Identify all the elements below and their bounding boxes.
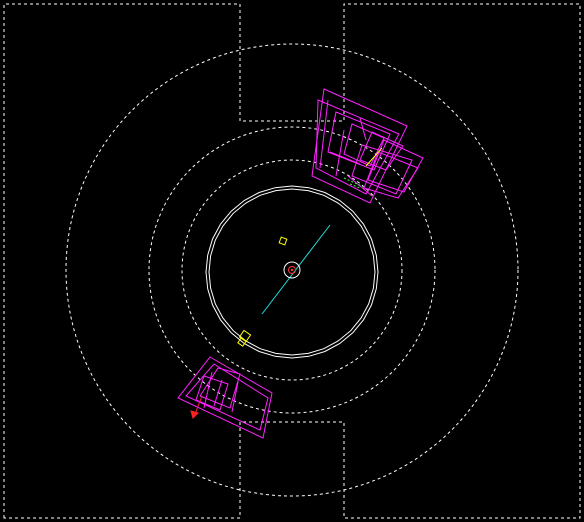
marker-lower[interactable] <box>237 329 252 347</box>
outer-boundary <box>3 3 581 519</box>
arrow-icon[interactable] <box>190 395 203 419</box>
ring-inner-polygon <box>208 188 376 356</box>
central-ring <box>205 185 379 359</box>
square-marker-icon[interactable] <box>278 236 288 246</box>
crosshair-circle-icon[interactable] <box>283 261 301 279</box>
cad-part-detail <box>343 177 367 189</box>
dashed-guide-circles <box>65 43 519 497</box>
boundary-top-path <box>3 3 581 519</box>
cad-part-upper-right[interactable] <box>311 88 424 204</box>
cad-part-lower-left[interactable] <box>177 356 273 439</box>
ring-outer-polygon <box>205 185 379 359</box>
guide-circle-outer <box>65 43 519 497</box>
axis-line <box>261 224 331 315</box>
cad-part-yellow-accent <box>365 147 383 167</box>
guide-circle-inner <box>181 159 403 381</box>
guide-circle-middle <box>148 126 436 414</box>
